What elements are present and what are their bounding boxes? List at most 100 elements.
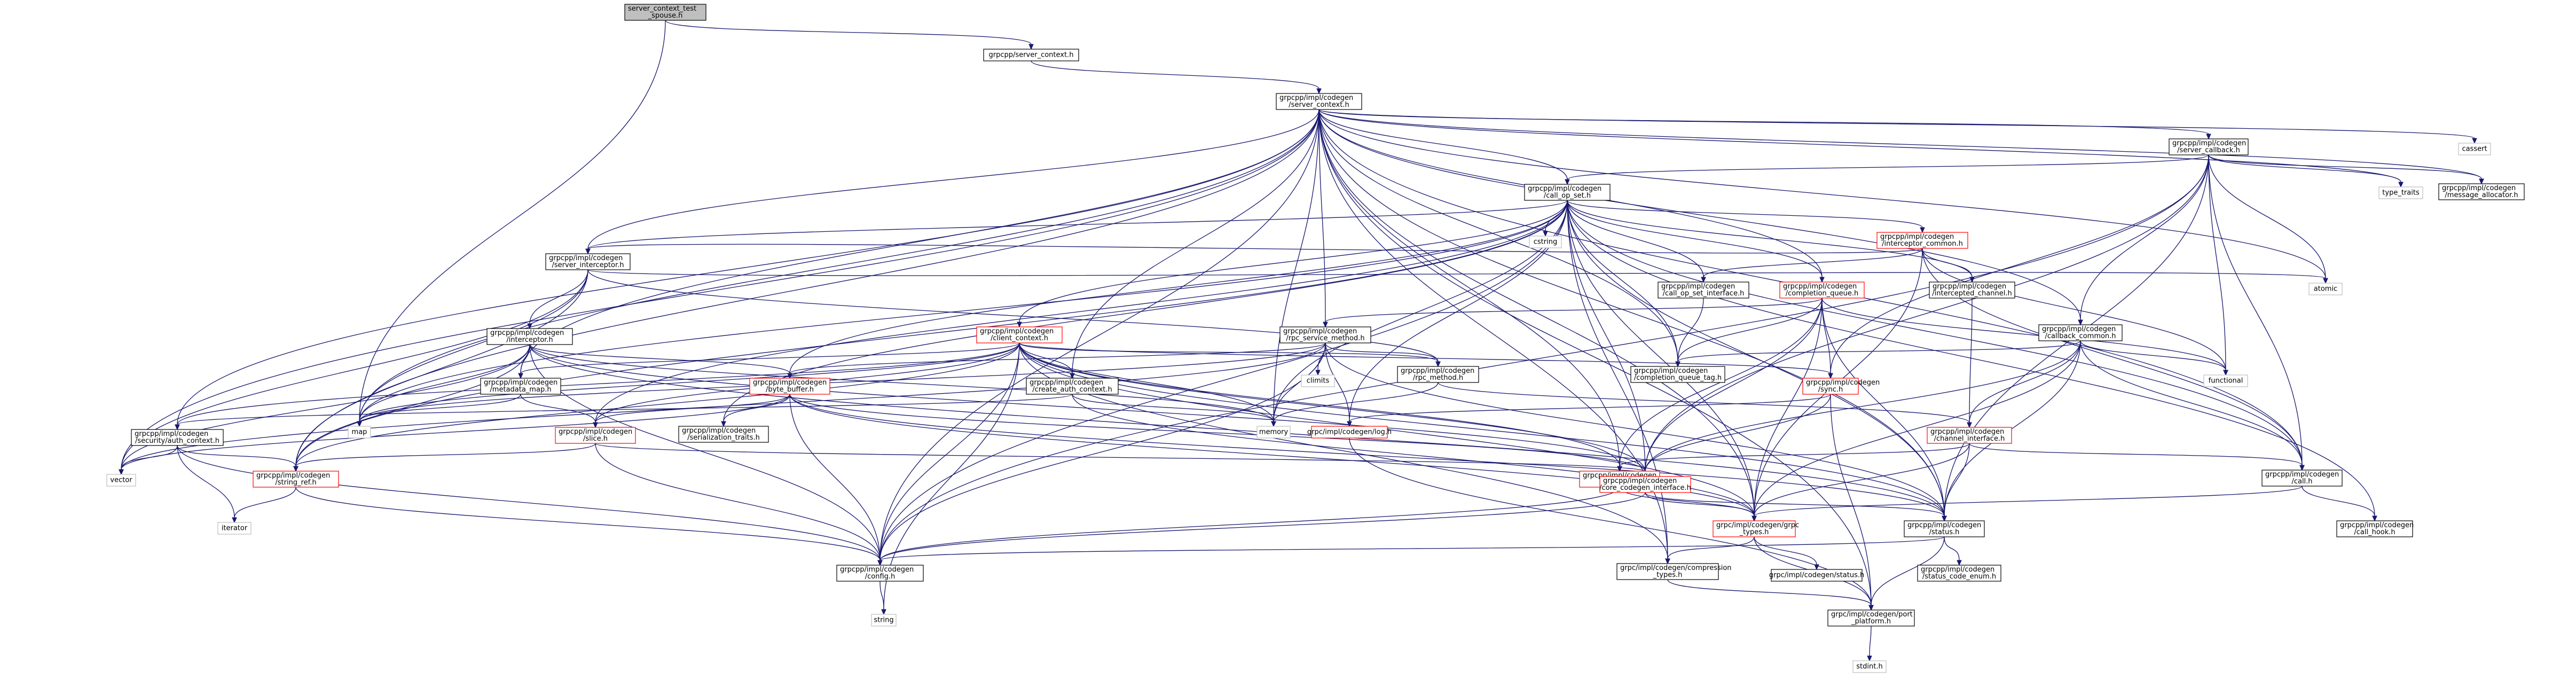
node-sertraits[interactable]: grpcpp/impl/codegen/serialization_traits…: [678, 426, 769, 443]
node-label: grpcpp/impl/codegen: [840, 566, 914, 574]
node-secauth[interactable]: grpcpp/impl/codegen/security/auth_contex…: [131, 429, 224, 446]
edge-grpctypes-to-gstatus: [1754, 536, 1819, 570]
node-cqtag[interactable]: grpcpp/impl/codegen/completion_queue_tag…: [1630, 366, 1725, 383]
node-isc[interactable]: grpcpp/impl/codegen/server_context.h: [1276, 93, 1362, 110]
node-call[interactable]: grpcpp/impl/codegen/call.h: [2261, 470, 2343, 487]
node-metamap[interactable]: grpcpp/impl/codegen/metadata_map.h: [480, 378, 561, 395]
node-cq[interactable]: grpcpp/impl/codegen/completion_queue.h: [1779, 282, 1865, 299]
edge-slice-to-corecg: [595, 443, 1648, 478]
node-label: grpcpp/impl/codegen: [1806, 379, 1880, 387]
edge-call-to-callhook: [2302, 486, 2377, 522]
node-label: grpcpp/impl/codegen: [980, 327, 1054, 335]
edge-scb-to-functional: [2208, 154, 2228, 376]
nodes-layer: server_context_test_spouse.h grpcpp/serve…: [106, 4, 2525, 673]
node-status[interactable]: grpcpp/impl/codegen/status.h: [1904, 520, 1985, 537]
node-label: grpcpp/impl/codegen: [1603, 477, 1677, 485]
node-intchan[interactable]: grpcpp/impl/codegen/intercepted_channel.…: [1929, 282, 2015, 299]
edge-intchan-to-chanif: [1967, 298, 1973, 428]
edge-callopset-to-log: [1347, 200, 1568, 427]
node-label: grpcpp/impl/codegen: [1030, 379, 1103, 387]
edge-isc-to-config: [877, 109, 1320, 566]
node-stdint: stdint.h: [1852, 660, 1887, 673]
edge-clientctx-to-metamap: [518, 342, 1020, 379]
edge-bytebuf-to-status: [789, 394, 1947, 522]
node-scb[interactable]: grpcpp/impl/codegen/server_callback.h: [2169, 138, 2249, 155]
node-label: /interceptor.h: [506, 336, 553, 344]
node-label: grpcpp/server_context.h: [989, 51, 1074, 59]
node-comptypes[interactable]: grpc/impl/codegen/compression_types.h: [1616, 563, 1732, 580]
node-bytebuf[interactable]: grpcpp/impl/codegen/byte_buffer.h: [749, 378, 830, 395]
edge-status-to-statuscode: [1944, 536, 1962, 566]
node-portplat[interactable]: grpc/impl/codegen/port_platform.h: [1827, 609, 1915, 627]
edge-clientctx-to-sync: [1019, 342, 1833, 379]
node-rpcmethod[interactable]: grpcpp/impl/codegen/rpc_method.h: [1397, 366, 1479, 383]
node-msgalloc[interactable]: grpcpp/impl/codegen/message_allocator.h: [2438, 183, 2525, 200]
edge-callopset-to-cq: [1567, 200, 1825, 283]
node-label: /server_interceptor.h: [552, 261, 624, 269]
node-intcommon[interactable]: grpcpp/impl/codegen/interceptor_common.h: [1876, 232, 1968, 249]
edge-corecg-to-status: [1645, 492, 1947, 522]
node-gstatus[interactable]: grpc/impl/codegen/status.h: [1769, 569, 1864, 582]
edge-isc-to-metamap: [518, 109, 1320, 379]
edge-comptypes-to-portplat: [1667, 579, 1874, 611]
edge-chanif-to-time: [1617, 443, 1970, 472]
node-label: iterator: [222, 525, 248, 533]
edge-cbcommon-to-cqtag: [1675, 340, 2081, 368]
edge-isc-to-callopset: [1318, 109, 1570, 185]
edge-cbcommon-to-call: [2080, 340, 2305, 471]
node-label: grpc/impl/codegen/compression: [1620, 564, 1732, 572]
node-label: _spouse.h: [648, 12, 683, 20]
edge-chanif-to-call: [1969, 443, 2305, 471]
node-label: /server_callback.h: [2177, 146, 2240, 154]
node-createauth[interactable]: grpcpp/impl/codegen/create_auth_context.…: [1026, 378, 1119, 395]
edge-secauth-to-iterator: [177, 445, 237, 523]
edge-cq-to-cqtag: [1675, 298, 1823, 368]
node-label: /completion_queue_tag.h: [1634, 374, 1722, 382]
node-label: climits: [1307, 377, 1330, 385]
node-label: /sync.h: [1818, 386, 1843, 394]
edge-scb-to-atomic: [2208, 154, 2328, 284]
node-grpctypes[interactable]: grpc/impl/codegen/grpc_types.h: [1713, 520, 1799, 537]
node-strref[interactable]: grpcpp/impl/codegen/string_ref.h: [253, 471, 339, 488]
edge-callopset-to-clientctx: [1017, 200, 1568, 328]
node-label: grpcpp/impl/codegen: [1930, 428, 2004, 436]
node-callopset[interactable]: grpcpp/impl/codegen/call_op_set.h: [1524, 184, 1611, 201]
node-interceptor[interactable]: grpcpp/impl/codegen/interceptor.h: [486, 328, 573, 345]
node-callhook[interactable]: grpcpp/impl/codegen/call_hook.h: [2336, 520, 2414, 537]
node-log[interactable]: grpc/impl/codegen/log.h: [1307, 426, 1392, 439]
node-srvint[interactable]: grpcpp/impl/codegen/server_interceptor.h: [545, 253, 631, 270]
edge-scb-to-typetraits: [2208, 154, 2404, 188]
node-sync[interactable]: grpcpp/impl/codegen/sync.h: [1802, 378, 1880, 395]
node-corecg[interactable]: grpcpp/impl/codegen/core_codegen_interfa…: [1599, 476, 1691, 493]
node-chanif[interactable]: grpcpp/impl/codegen/channel_interface.h: [1927, 427, 2012, 444]
node-label: /byte_buffer.h: [766, 386, 814, 394]
node-callopsetif[interactable]: grpcpp/impl/codegen/call_op_set_interfac…: [1658, 282, 1749, 299]
node-label: grpc/impl/codegen/status.h: [1769, 572, 1864, 580]
node-label: type_traits: [2382, 189, 2420, 197]
node-label: /core_codegen_interface.h: [1599, 484, 1691, 492]
node-label: grpcpp/impl/codegen: [135, 430, 208, 438]
node-slice[interactable]: grpcpp/impl/codegen/slice.h: [555, 427, 636, 444]
node-label: /call_op_set.h: [1544, 192, 1591, 200]
node-memory: memory: [1256, 426, 1291, 439]
node-clientctx[interactable]: grpcpp/impl/codegen/client_context.h: [976, 326, 1063, 343]
node-cstring: cstring: [1529, 236, 1562, 248]
node-label: grpcpp/impl/codegen: [490, 329, 564, 337]
node-cbcommon[interactable]: grpcpp/impl/codegen/callback_common.h: [2038, 324, 2123, 341]
node-config[interactable]: grpcpp/impl/codegen/config.h: [836, 565, 924, 582]
edge-srvint-to-interceptor: [527, 269, 588, 330]
edge-root-to-sc: [665, 20, 1034, 50]
node-sc[interactable]: grpcpp/server_context.h: [983, 49, 1079, 61]
node-label: _types.h: [1653, 571, 1683, 579]
edge-secauth-to-strref: [177, 445, 299, 472]
edge-callopset-to-corecg: [1567, 200, 1648, 478]
node-statuscode[interactable]: grpcpp/impl/codegen/status_code_enum.h: [1917, 565, 2001, 582]
node-root[interactable]: server_context_test_spouse.h: [624, 4, 706, 21]
edge-strref-to-iterator: [232, 487, 296, 523]
node-label: grpcpp/impl/codegen: [256, 472, 330, 480]
edge-srvint-to-strref: [293, 269, 588, 472]
edge-isc-to-grpctypes: [1318, 109, 1757, 522]
node-rpcsvc[interactable]: grpcpp/impl/codegen/rpc_service_method.h: [1279, 326, 1371, 343]
node-cassert: cassert: [2458, 143, 2491, 155]
